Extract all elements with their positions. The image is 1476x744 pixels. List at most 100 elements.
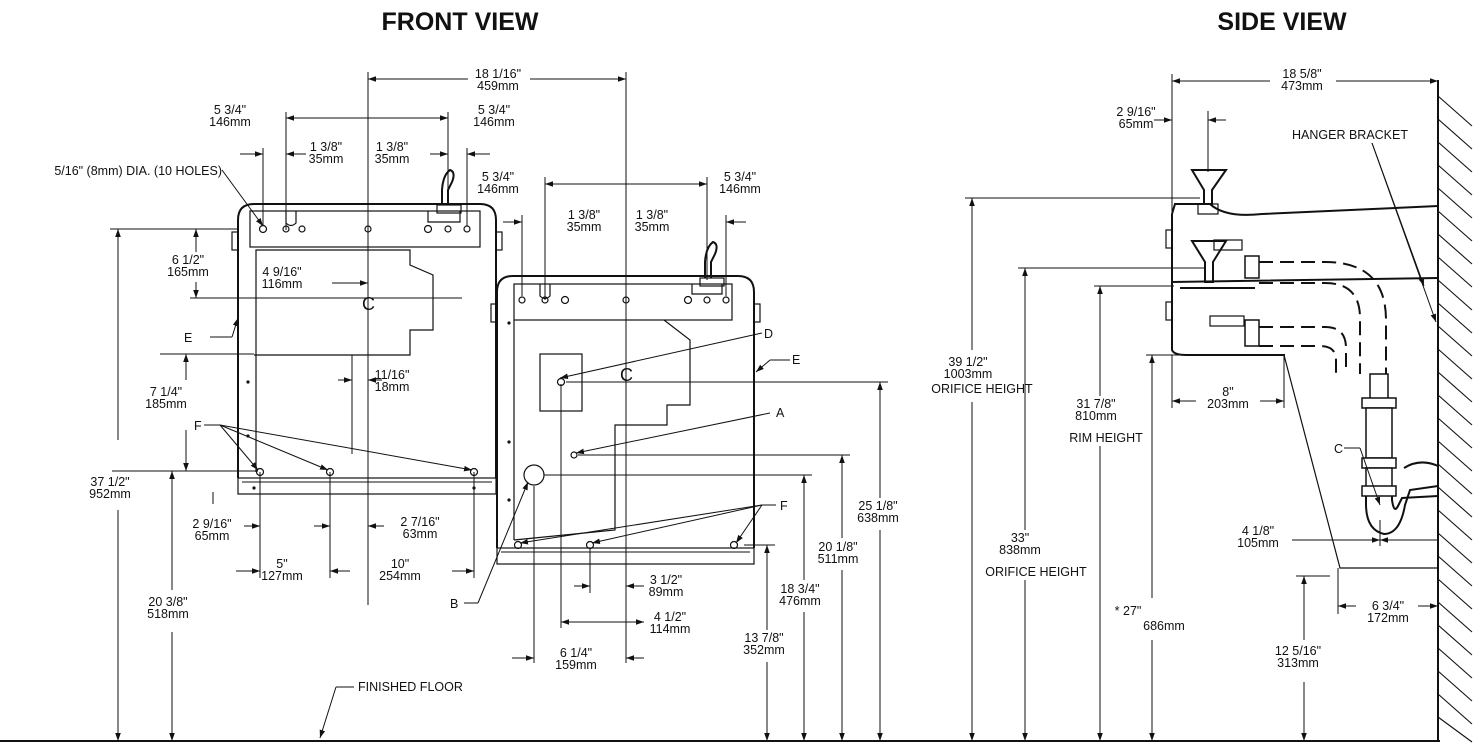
side-unit	[1165, 169, 1439, 536]
dim-5-mm: 127mm	[261, 569, 303, 583]
dim-37-1-2: 37 1/2"	[90, 475, 129, 489]
callout-e-left: E	[184, 331, 192, 345]
dim-2-9-16-mm: 65mm	[195, 529, 230, 543]
hanger-bracket-label: HANGER BRACKET	[1292, 128, 1408, 142]
wall-hatch-line	[1437, 279, 1473, 311]
wall-hatch-line	[1437, 210, 1473, 242]
lower-holes	[507, 295, 739, 550]
dim-overall-width: 18 1/16"	[475, 67, 521, 81]
dim-4-1-2: 4 1/2"	[654, 610, 686, 624]
dim-lower-right-slot-mm: 35mm	[635, 220, 670, 234]
dim-4-1-2-mm: 114mm	[650, 622, 691, 636]
dim-overall-width-mm: 459mm	[477, 79, 519, 93]
centerline-mark-upper: C	[362, 294, 375, 314]
side-labels: 18 5/8" 473mm 2 9/16" 65mm HANGER BRACKE…	[931, 67, 1409, 670]
dim-trap-height: 12 5/16"	[1275, 644, 1321, 658]
dim-11-16: 11/16"	[375, 368, 410, 382]
dim-2-7-16-mm: 63mm	[403, 527, 438, 541]
dim-10-mm: 254mm	[379, 569, 421, 583]
dim-6-1-4: 6 1/4"	[560, 646, 592, 660]
upper-unit	[231, 203, 503, 495]
dim-20-1-8-mm: 511mm	[818, 552, 859, 566]
dim-upper-left-slot: 1 3/8"	[310, 140, 342, 154]
dim-bracket-drop-mm: 165mm	[167, 265, 209, 279]
front-leaders	[204, 169, 790, 739]
wall-hatch-line	[1437, 394, 1473, 426]
dim-lower-left-slot-mm: 35mm	[567, 220, 602, 234]
dim-18-3-4: 18 3/4"	[780, 582, 819, 596]
wall-hatch-line	[1437, 164, 1473, 196]
dim-lower-right-slot: 1 3/8"	[636, 208, 668, 222]
dim-3-1-2: 3 1/2"	[650, 573, 682, 587]
wall-hatch-line	[1437, 256, 1473, 288]
side-dashed-pipes	[1259, 261, 1387, 374]
wall-hatch-line	[1437, 348, 1473, 380]
upper-bubbler	[436, 168, 462, 214]
dim-upper-right-top: 5 3/4"	[478, 103, 510, 117]
side-view-title: SIDE VIEW	[1217, 8, 1347, 36]
dim-20-3-8-mm: 518mm	[147, 607, 189, 621]
rim-label: RIM HEIGHT	[1069, 431, 1143, 445]
dim-orifice-high: 39 1/2"	[948, 355, 987, 369]
dim-lower-right-top: 5 3/4"	[724, 170, 756, 184]
dim-20-3-8: 20 3/8"	[148, 595, 187, 609]
dim-bubbler-offset-mm: 65mm	[1119, 117, 1154, 131]
callout-b: B	[450, 597, 458, 611]
wall-hatch-line	[1437, 647, 1473, 679]
wall-hatch-line	[1437, 233, 1473, 265]
wall-hatch-line	[1437, 141, 1473, 173]
wall-hatch-line	[1437, 95, 1473, 127]
dim-depth: 18 5/8"	[1282, 67, 1321, 81]
finished-floor-label: FINISHED FLOOR	[358, 680, 463, 694]
wall-hatch-line	[1437, 371, 1473, 403]
dim-5: 5"	[276, 557, 287, 571]
dim-11-16-mm: 18mm	[375, 380, 410, 394]
dim-25-1-8-mm: 638mm	[857, 511, 899, 525]
dim-trap-height-mm: 313mm	[1277, 656, 1319, 670]
dim-lower-left-slot: 1 3/8"	[568, 208, 600, 222]
dim-knee-mm: 686mm	[1143, 619, 1185, 633]
wall-hatch-line	[1437, 509, 1473, 541]
dim-bubbler-offset: 2 9/16"	[1116, 105, 1155, 119]
dim-wall-offset: 6 3/4"	[1372, 599, 1404, 613]
wall-hatch-line	[1437, 417, 1473, 449]
wall-hatch-line	[1437, 601, 1473, 633]
callout-f-right: F	[780, 499, 788, 513]
wall-hatch-line	[1437, 187, 1473, 219]
orifice-high-label: ORIFICE HEIGHT	[931, 382, 1033, 396]
dim-upper-right-slot-mm: 35mm	[375, 152, 410, 166]
dim-upper-left-top: 5 3/4"	[214, 103, 246, 117]
front-view-title: FRONT VIEW	[382, 8, 539, 36]
wall-hatch-line	[1437, 555, 1473, 587]
holes-note: 5/16" (8mm) DIA. (10 HOLES)	[54, 164, 222, 178]
dim-depth-mm: 473mm	[1281, 79, 1323, 93]
callout-d: D	[764, 327, 773, 341]
orifice-low-label: ORIFICE HEIGHT	[985, 565, 1087, 579]
dim-25-1-8: 25 1/8"	[858, 499, 897, 513]
callout-a: A	[776, 406, 785, 420]
dim-lower-left-top-mm: 146mm	[477, 182, 519, 196]
dim-bracket-drop: 6 1/2"	[172, 253, 204, 267]
dim-trap-offset: 4 1/8"	[1242, 524, 1274, 538]
dim-20-1-8: 20 1/8"	[818, 540, 857, 554]
dim-wall-offset-mm: 172mm	[1367, 611, 1409, 625]
dim-upper-right-top-mm: 146mm	[473, 115, 515, 129]
wall-hatch-line	[1437, 486, 1473, 518]
wall-hatch-line	[1437, 578, 1473, 610]
dim-13-7-8: 13 7/8"	[744, 631, 783, 645]
wall-hatch-line	[1437, 325, 1473, 357]
dim-2-9-16: 2 9/16"	[192, 517, 231, 531]
dim-6-1-4-mm: 159mm	[555, 658, 597, 672]
front-labels: 18 1/16" 459mm 5 3/4" 146mm 5 3/4" 146mm…	[54, 67, 899, 694]
callout-f-left: F	[194, 419, 202, 433]
lower-bubbler	[699, 240, 725, 287]
dim-orifice-low: 33"	[1011, 531, 1029, 545]
centerline-mark-lower: C	[620, 365, 633, 385]
dim-bracket-offset: 4 9/16"	[262, 265, 301, 279]
dim-3-1-2-mm: 89mm	[649, 585, 684, 599]
dim-rim-mm: 810mm	[1075, 409, 1117, 423]
callout-c-side: C	[1334, 442, 1343, 456]
dim-10: 10"	[391, 557, 409, 571]
callout-e-right: E	[792, 353, 800, 367]
side-wall	[1437, 80, 1473, 743]
